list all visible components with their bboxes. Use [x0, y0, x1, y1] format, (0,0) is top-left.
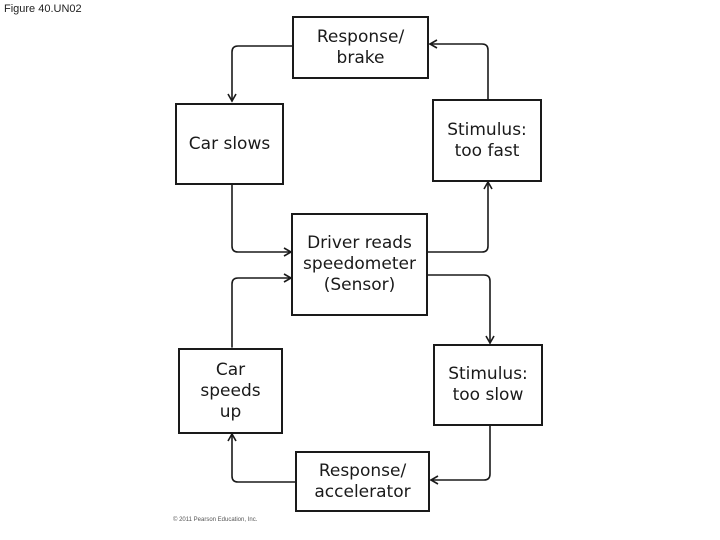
- response-accelerator-box: Response/ accelerator: [295, 451, 430, 512]
- edge-stimulus-too-slow-to-response-accelerator: [429, 425, 491, 485]
- figure-caption: Figure 40.UN02: [4, 3, 82, 15]
- stimulus-too-slow-label: Stimulus: too slow: [448, 364, 528, 405]
- sensor-box: Driver reads speedometer (Sensor): [291, 213, 428, 316]
- car-speeds-up-label: Car speeds up: [200, 359, 261, 422]
- car-slows-label: Car slows: [188, 133, 271, 154]
- response-accelerator-label: Response/ accelerator: [314, 460, 411, 502]
- edge-stimulus-too-fast-to-response-brake: [428, 39, 489, 100]
- stimulus-too-fast-label: Stimulus: too fast: [447, 119, 527, 161]
- response-brake-label: Response/ brake: [316, 26, 405, 68]
- copyright-notice: © 2011 Pearson Education, Inc.: [173, 517, 258, 523]
- car-speeds-up-box: Car speeds up: [178, 348, 283, 434]
- edge-response-brake-to-car-slows: [227, 45, 293, 103]
- edge-car-slows-to-sensor: [231, 184, 293, 257]
- edge-sensor-to-stimulus-too-slow: [427, 274, 495, 345]
- stimulus-too-fast-box: Stimulus: too fast: [432, 99, 542, 182]
- edge-car-speeds-up-to-sensor: [231, 273, 293, 348]
- stimulus-too-slow-box: Stimulus: too slow: [433, 344, 543, 426]
- edge-response-accelerator-to-car-speeds-up: [227, 432, 296, 483]
- sensor-label: Driver reads speedometer (Sensor): [303, 233, 416, 295]
- car-slows-box: Car slows: [175, 103, 284, 185]
- edge-sensor-to-stimulus-too-fast: [427, 180, 493, 253]
- response-brake-box: Response/ brake: [292, 16, 429, 79]
